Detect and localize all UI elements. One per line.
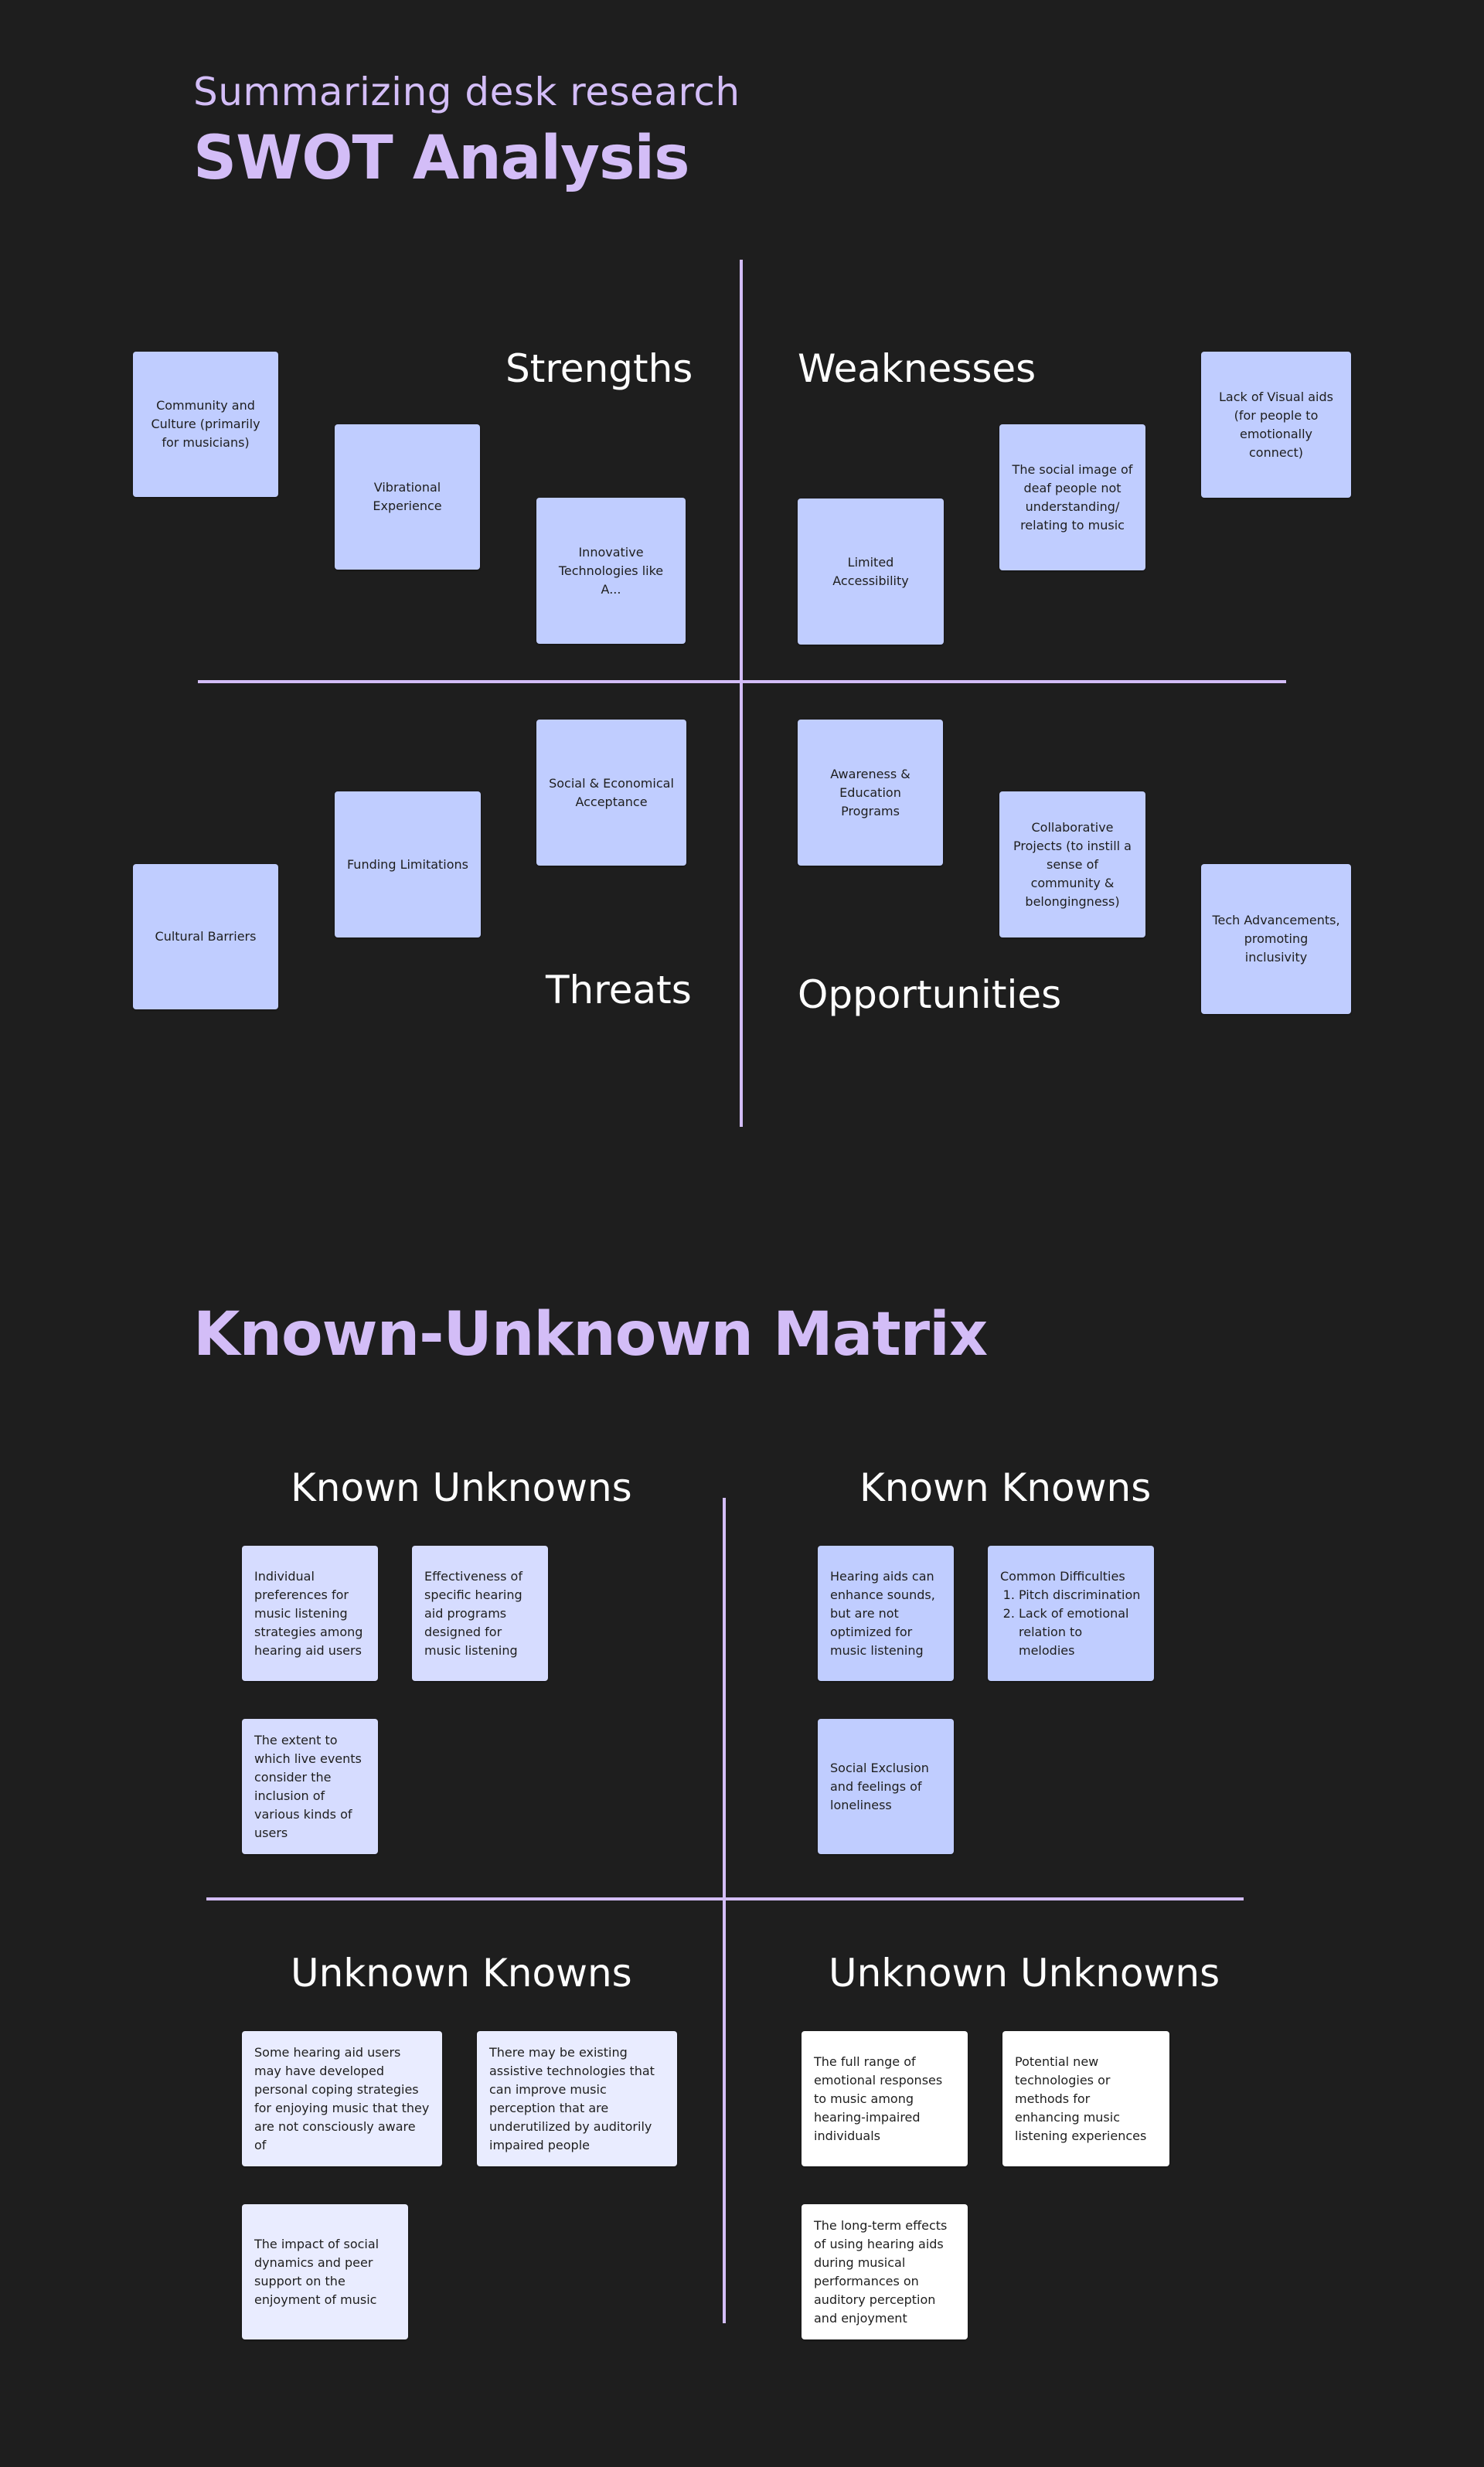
difficulties-list: Pitch discrimination Lack of emotional r… — [1000, 1586, 1142, 1660]
sticky-note[interactable]: Hearing aids can enhance sounds, but are… — [818, 1546, 954, 1681]
sticky-note[interactable]: Lack of Visual aids (for people to emoti… — [1201, 352, 1351, 498]
sticky-note[interactable]: Innovative Technologies like A... — [536, 498, 686, 644]
swot-subtitle: Summarizing desk research — [193, 70, 740, 114]
opportunities-label: Opportunities — [798, 972, 1062, 1017]
unknown-unknowns-label: Unknown Unknowns — [829, 1951, 1220, 1996]
sticky-note[interactable]: The social image of deaf people not unde… — [999, 424, 1145, 570]
sticky-note[interactable]: Social Exclusion and feelings of lonelin… — [818, 1719, 954, 1854]
sticky-note[interactable]: Funding Limitations — [335, 791, 481, 937]
sticky-note[interactable]: Vibrational Experience — [335, 424, 480, 570]
known-unknowns-label: Known Unknowns — [291, 1465, 632, 1510]
sticky-note[interactable]: Tech Advancements, promoting inclusivity — [1201, 864, 1351, 1014]
sticky-note[interactable]: The extent to which live events consider… — [242, 1719, 378, 1854]
sticky-note[interactable]: Collaborative Projects (to instill a sen… — [999, 791, 1145, 937]
matrix-vertical-axis — [723, 1498, 726, 2323]
sticky-note[interactable]: The long-term effects of using hearing a… — [802, 2204, 968, 2339]
list-item: Lack of emotional relation to melodies — [1019, 1604, 1142, 1660]
sticky-note[interactable]: Individual preferences for music listeni… — [242, 1546, 378, 1681]
swot-title: SWOT Analysis — [193, 124, 690, 193]
sticky-note[interactable]: There may be existing assistive technolo… — [477, 2031, 677, 2166]
sticky-note[interactable]: The impact of social dynamics and peer s… — [242, 2204, 408, 2339]
sticky-note[interactable]: Social & Economical Acceptance — [536, 720, 686, 866]
sticky-note[interactable]: Limited Accessibility — [798, 499, 944, 645]
swot-vertical-axis — [740, 260, 743, 1127]
sticky-note[interactable]: Awareness & Education Programs — [798, 720, 943, 866]
sticky-note[interactable]: The full range of emotional responses to… — [802, 2031, 968, 2166]
sticky-note-list[interactable]: Common Difficulties Pitch discrimination… — [988, 1546, 1154, 1681]
sticky-note[interactable]: Cultural Barriers — [133, 864, 278, 1009]
known-knowns-label: Known Knowns — [859, 1465, 1152, 1510]
list-heading: Common Difficulties — [1000, 1568, 1125, 1584]
sticky-note[interactable]: Community and Culture (primarily for mus… — [133, 352, 278, 497]
sticky-note[interactable]: Some hearing aid users may have develope… — [242, 2031, 442, 2166]
sticky-note[interactable]: Effectiveness of specific hearing aid pr… — [412, 1546, 548, 1681]
weaknesses-label: Weaknesses — [798, 346, 1036, 391]
sticky-note[interactable]: Potential new technologies or methods fo… — [1002, 2031, 1169, 2166]
list-item: Pitch discrimination — [1019, 1586, 1142, 1604]
unknown-knowns-label: Unknown Knowns — [291, 1951, 632, 1996]
threats-label: Threats — [546, 968, 692, 1012]
strengths-label: Strengths — [505, 346, 693, 391]
swot-horizontal-axis — [198, 680, 1286, 683]
matrix-horizontal-axis — [206, 1897, 1244, 1900]
matrix-title: Known-Unknown Matrix — [193, 1300, 988, 1370]
